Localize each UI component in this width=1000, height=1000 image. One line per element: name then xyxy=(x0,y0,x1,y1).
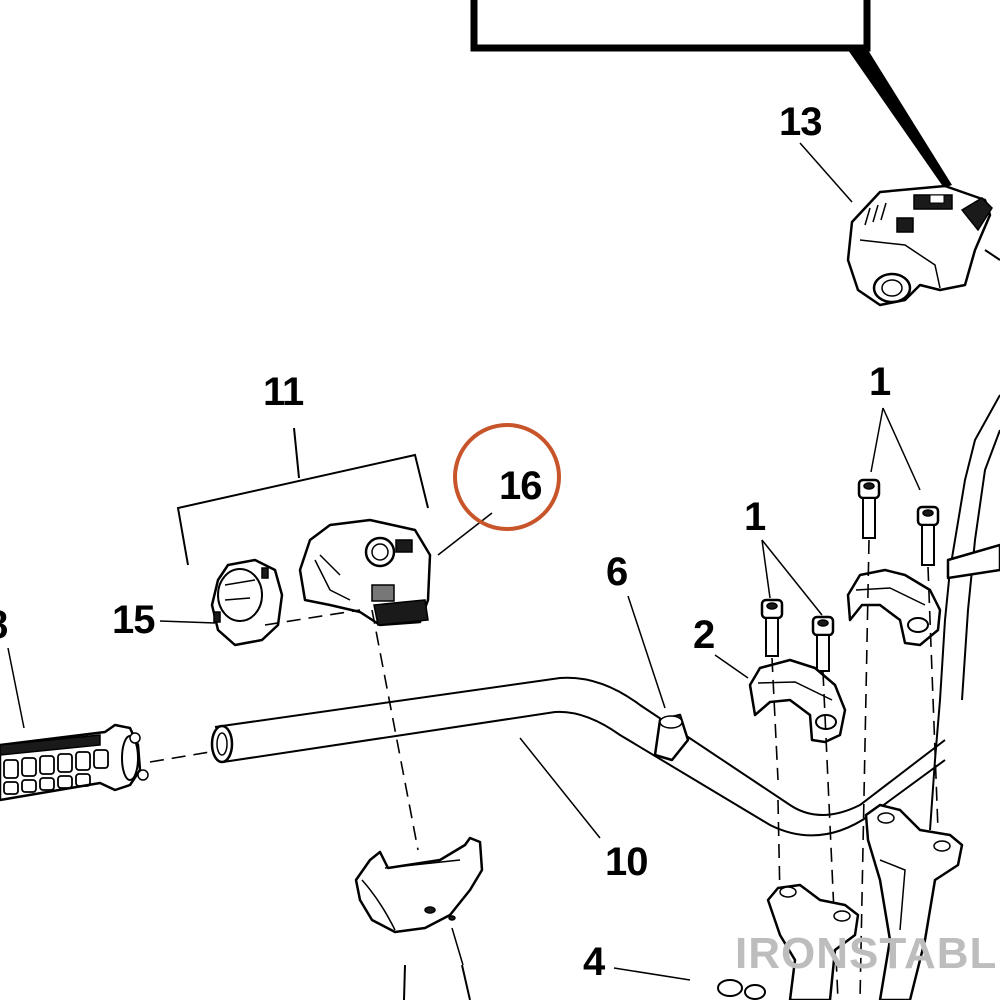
align-line-1 xyxy=(859,539,870,1000)
leader-13 xyxy=(799,142,853,203)
hand-grip xyxy=(0,723,149,802)
right-switch-housing xyxy=(846,184,993,307)
leader-1-middle-a xyxy=(761,539,771,599)
align-line-3 xyxy=(771,657,779,781)
callout-8: 8 xyxy=(0,603,8,647)
callout-4: 4 xyxy=(583,940,606,984)
watermark: IRONSTABLE xyxy=(735,929,1000,978)
bolt-middle-right xyxy=(811,615,835,672)
switch-housing-front xyxy=(298,518,432,627)
info-box xyxy=(470,0,952,188)
callout-10: 10 xyxy=(605,840,648,884)
callout-16: 16 xyxy=(499,464,542,508)
top-clamp xyxy=(748,658,847,744)
align-line-5 xyxy=(777,799,781,901)
cover-leader xyxy=(451,927,464,966)
leader-8 xyxy=(7,647,25,729)
leader-15 xyxy=(159,620,216,624)
switch-bottom-cover xyxy=(354,836,484,934)
bolt-upper-left xyxy=(857,478,881,539)
align-line-7 xyxy=(371,609,419,851)
info-box-pointer xyxy=(848,50,952,188)
highlight-circle-16 xyxy=(453,423,561,531)
switch-housing-rear xyxy=(210,558,284,647)
leader-6 xyxy=(627,595,666,709)
cover-tab-right xyxy=(461,964,471,1000)
leader-1-upper-b xyxy=(882,407,921,491)
lower-riser-left xyxy=(766,883,860,1000)
leader-10 xyxy=(519,737,601,839)
leader-2 xyxy=(714,654,749,679)
handlebar-tube xyxy=(210,676,946,837)
callout-15: 15 xyxy=(112,598,155,642)
callout-13: 13 xyxy=(779,100,822,144)
leader-1-middle-b xyxy=(761,539,823,616)
leader-4 xyxy=(613,967,691,981)
callout-11: 11 xyxy=(263,370,304,414)
callout-2: 2 xyxy=(693,613,714,657)
bracket-11 xyxy=(176,427,429,566)
washer-hardware xyxy=(717,979,766,1000)
callout-1-middle: 1 xyxy=(744,495,766,539)
leader-16 xyxy=(437,512,493,556)
upper-clamp-right xyxy=(846,568,942,647)
bolt-middle-left xyxy=(760,598,784,657)
right-riser-frame xyxy=(929,249,1000,831)
callout-1-upper: 1 xyxy=(869,360,891,404)
bolt-upper-right xyxy=(916,505,940,566)
align-line-6 xyxy=(264,609,361,626)
align-line-8 xyxy=(149,751,211,763)
callout-6: 6 xyxy=(606,550,627,594)
leader-1-upper-a xyxy=(870,407,884,473)
lower-riser-right xyxy=(864,803,964,1000)
cover-tab-left xyxy=(403,964,406,1000)
